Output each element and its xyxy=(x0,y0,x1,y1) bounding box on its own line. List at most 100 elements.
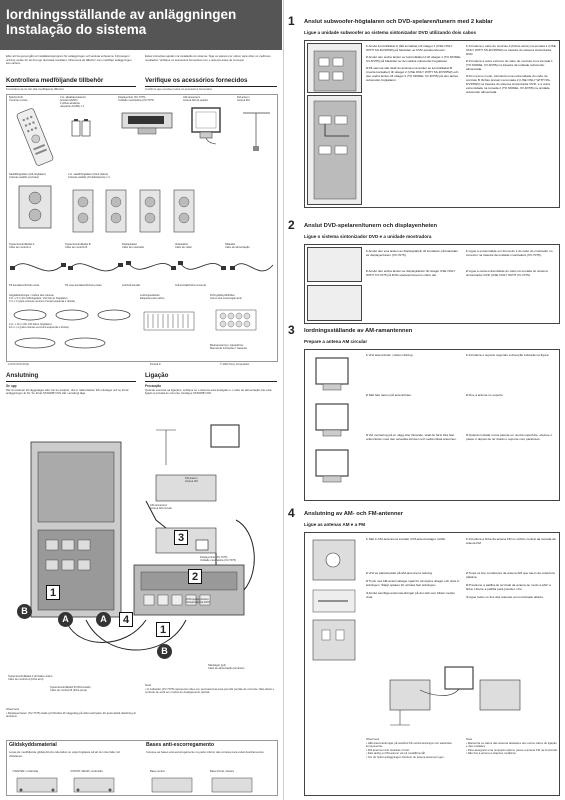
step4-title-pt: Ligue as antenas AM e a FM xyxy=(304,522,366,527)
intro-sv: Efter att ha genomgått ett installations… xyxy=(6,54,132,66)
batteries-label: 2 st. alkaliska batterier (storlek AA/R6… xyxy=(60,96,86,108)
step-text: Vid montering på en vägg eller liknande,… xyxy=(366,433,457,441)
step4-sv-2: 2 Vrid av plastskyddet på AM-antennens l… xyxy=(366,571,433,575)
cable-note-blue: Till kontakten/Fichas azuis xyxy=(9,284,40,287)
display-unit-diagram-label: Displayenhet (XV-7075) Unidade mostrador… xyxy=(200,556,236,562)
step4-sv-1: 1 Sätt in FM-antennens kontakt i FM-ante… xyxy=(366,537,446,541)
step-badge-1: 1 xyxy=(46,585,60,600)
warning-sv-title: Se upp xyxy=(6,384,17,388)
remote-icon xyxy=(16,108,54,166)
step-text: Fixe a antena no suporte. xyxy=(468,393,504,397)
accessories-title-sv: Kontrollera medföljande tillbehör xyxy=(6,77,104,84)
step2-title-sv: Anslut DVD-spelaren/tunern och displayen… xyxy=(304,223,438,229)
cable-note-gray: Grå kontakt/Ficha cinzenta xyxy=(175,284,206,287)
step2-image-2 xyxy=(307,285,362,321)
step2-title-pt: Ligue o sistema sintonizador DVD e a uni… xyxy=(304,234,432,239)
cable-note-pink: Till rosa kontakter/Fichas pretas xyxy=(65,284,102,287)
display-unit-icon xyxy=(121,112,173,135)
step4-notes-sv: Observera • Håll antennledningar på avst… xyxy=(366,737,452,759)
step-text: Pressione a patilha do terminal da anten… xyxy=(466,583,551,591)
fm-antenna-icon xyxy=(243,112,270,151)
column-divider xyxy=(283,0,284,800)
speaker-cords-label: Högtalarledningar / Cabos das colunas 3 … xyxy=(9,294,75,303)
cables-icon xyxy=(10,261,274,272)
front-rear-underside-label: <FRONT, REAR>-undersida xyxy=(70,770,103,773)
step-text: Vrid av plastskyddet på AM-antennens led… xyxy=(368,571,433,575)
pads-title-pt: Bases anti-escorregamento xyxy=(146,742,215,748)
video-cable-label: Videokabel Cabo de vídeo xyxy=(175,243,192,249)
pads-placement-icon xyxy=(16,777,253,793)
step-text: Anslut den andra änden av displaykabeln … xyxy=(366,269,456,277)
antenna-terminal-diagram xyxy=(389,666,521,726)
intro-pt: Estas instruções ajudam na instalação do… xyxy=(145,54,271,62)
step1-connector-illustration xyxy=(313,50,357,200)
divider xyxy=(145,86,277,87)
power-cord-label: Nätkabel Cabo de alimentação xyxy=(225,243,250,249)
step2-sv-1: 1 Anslut den ena änden av displaykabeln … xyxy=(366,249,458,257)
manuals-label: Bruksanvisning / Garantibrev Manual de i… xyxy=(210,344,247,350)
step3-pt-3: 3 Quando instalar numa parede ou noutra … xyxy=(466,433,553,441)
step-text: På samma sätt skall du ansluta ena änden… xyxy=(366,66,459,82)
step-text: Do mesmo modo, introduza uma extremidade… xyxy=(466,74,551,94)
center-underside-label: <CENTER>-undersida xyxy=(12,770,38,773)
step4-illustration xyxy=(312,539,356,661)
cable-b-badge: B xyxy=(17,604,32,619)
step3-sv-1: 1 Vrid antennfoten i pilens riktning. xyxy=(366,353,414,357)
title-line-sv: Iordningsställande av anläggningen xyxy=(6,7,237,22)
speaker-cords-icon xyxy=(13,309,131,321)
base-front-rear-label: Base frontal, traseira xyxy=(210,770,234,773)
connection-title-pt: Ligação xyxy=(145,372,169,379)
cable-a-badge: A xyxy=(58,612,73,627)
pads-title-sv: Glidskyddsmaterial xyxy=(9,742,57,748)
step2-pt-2: 2 Ligue a outra extremidade do cabo na t… xyxy=(466,269,548,277)
step-text: Introduza o suporte segundo a direcção i… xyxy=(468,353,550,357)
copyright: © 2003 Sony Corporation xyxy=(220,363,250,366)
step1-sv-2: 2 Anslut den andra änden av kontrollkabe… xyxy=(366,55,461,63)
step4-pt-4: 4 Ligue todos os fios das antenas como i… xyxy=(466,595,544,599)
step1-sv-3: 3 På samma sätt skall du ansluta ena änd… xyxy=(366,66,459,82)
step4-sv-4: 4 Anslut samtliga antenneledningar på de… xyxy=(366,591,455,599)
step3-text-sv: 1 Vrid antennfoten i pilens riktning. 2 … xyxy=(366,353,461,441)
pads-label: DVD-glidskydd/Faber Anexo anti-escorrega… xyxy=(210,294,242,300)
title-line-pt: Instalação do sistema xyxy=(6,22,147,37)
cord-labels-label: Lödningsetiketter Etiquetas para cabos xyxy=(140,294,165,300)
step3-title-pt: Prepare a antena AM circular xyxy=(304,339,368,344)
warning-pt: Precaução Quando executar as ligações, v… xyxy=(145,384,277,396)
step-text: Ligue a outra extremidade do cabo na tom… xyxy=(466,269,548,277)
system-cable-a-diagram-label: Systemkontrollkabel A (till bakre sidan)… xyxy=(8,675,53,681)
cable-note-yellow: Gul/Grå kontakt xyxy=(122,284,141,287)
satellite-speakers-label: 4 st. satellithögtalare (framt./bakre) C… xyxy=(68,173,110,179)
step1-pt-3: 3 Do mesmo modo, introduza uma extremida… xyxy=(466,74,551,94)
step3-sv-3: 3 Vid montering på en vägg eller liknand… xyxy=(366,433,457,441)
accessories-title-pt: Verifique os acessórios fornecidos xyxy=(145,77,248,84)
step3-sv-2: 2 Sätt fast ramen på antennfoten. xyxy=(366,393,412,397)
step3-title-sv: Iordningsställande av AM-ramantennen xyxy=(304,328,413,334)
connection-title-sv: Anslutning xyxy=(6,372,39,379)
display-unit-label: Displayenhet (XV-7075) Unidade mostrador… xyxy=(118,96,154,102)
step1-text-pt: 1 Introduza o cabo de controle A (fichas… xyxy=(466,44,558,94)
divider xyxy=(145,381,277,382)
step2-sv-2: 2 Anslut den andra änden av displaykabel… xyxy=(366,269,456,277)
step2-pt-1: 1 Ligue a extremidade em forma de L do c… xyxy=(466,249,553,257)
step-number-1: 1 xyxy=(288,14,295,28)
step-text: Anslut den ena änden av displaykabeln ti… xyxy=(366,249,458,257)
cable-b-badge: B xyxy=(157,644,172,659)
step2-text-pt: 1 Ligue a extremidade em forma de L do c… xyxy=(466,249,558,277)
printed-in: Printed in xyxy=(150,363,161,366)
step-text: Vrid antennfoten i pilens riktning. xyxy=(368,353,414,357)
center-speaker-label: Satellithögtalare (stift-högtalare) Colu… xyxy=(9,173,46,179)
pads-text-sv: Lossa de medföljande glidskydd på unders… xyxy=(9,750,120,758)
rear-cords-label: 2 st. x 10 m (för V/H bakre högtalare) 1… xyxy=(9,323,69,329)
step3-pt-1: 1 Introduza o suporte segundo a direcção… xyxy=(466,353,550,357)
system-cable-b-diagram-label: Systemkontrollkabel B (blå kontakt) Cabo… xyxy=(50,686,91,692)
accessories-sub-pt: Confirme que recebeu todos os acessórios… xyxy=(145,87,213,91)
step4-pt-2: 2 Torça os fios condutores da antena AM … xyxy=(466,571,555,579)
am-antenna-label: AM-ramantenn Antena AM de quadro xyxy=(183,96,209,102)
step1-pt-1: 1 Introduza o cabo de controle A (fichas… xyxy=(466,44,556,56)
step-number-3: 3 xyxy=(288,323,295,337)
pads-icon xyxy=(215,309,257,331)
step-number-4: 4 xyxy=(288,506,295,520)
step2-image-1 xyxy=(307,247,362,282)
fm-antenna-label: FM-antenn Antena FM xyxy=(237,96,250,102)
step1-sv-1: 1 Anslut kontrollkabel A (blå kontakter)… xyxy=(366,44,453,52)
